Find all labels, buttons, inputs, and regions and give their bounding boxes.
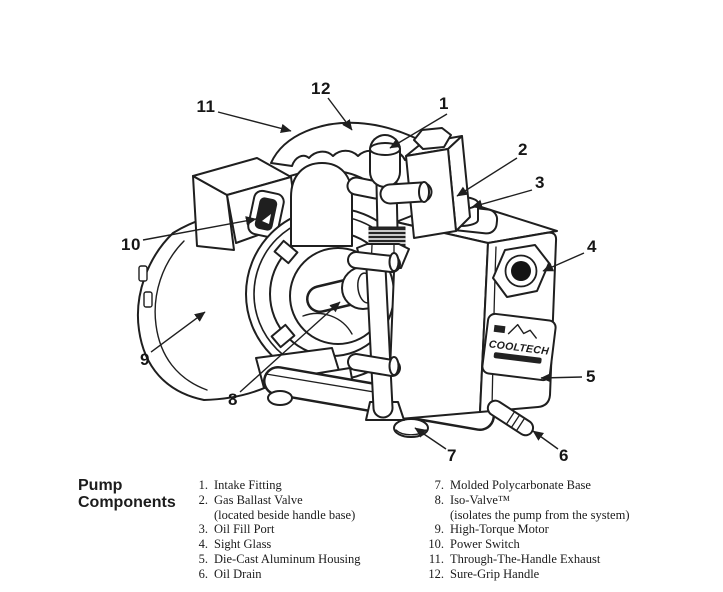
legend-item-number: 3.: [198, 522, 208, 537]
callout-12: 12: [311, 79, 331, 98]
legend-item: 4. Sight Glass: [182, 537, 361, 552]
legend-item: 10. Power Switch: [412, 537, 629, 552]
legend-item: 1. Intake Fitting: [182, 478, 361, 493]
legend-item-text: Sight Glass: [214, 537, 272, 552]
power-switch: [192, 157, 298, 251]
oil-drain: [486, 399, 535, 437]
legend-item: 6. Oil Drain: [182, 567, 361, 582]
exhaust-arch: [290, 162, 353, 247]
callout-3: 3: [535, 173, 545, 192]
cooltech-label: COOLTECH: [481, 312, 557, 382]
legend-item-text: Die-Cast Aluminum Housing: [214, 551, 361, 566]
legend-item-text: Gas Ballast Valve: [214, 492, 303, 507]
callout-2: 2: [518, 140, 528, 159]
legend-item-text: Molded Polycarbonate Base: [450, 478, 591, 492]
legend-item-number: 1.: [198, 478, 208, 492]
hex-bolt: [413, 127, 452, 150]
legend-item-text: Oil Drain: [214, 566, 262, 581]
legend-item: 5. Die-Cast Aluminum Housing: [182, 552, 361, 567]
legend-item: 2. Gas Ballast Valve: [182, 493, 361, 508]
legend-item: 8. Iso-Valve™: [412, 493, 629, 508]
legend-item-text: Intake Fitting: [214, 478, 282, 492]
callout-6: 6: [559, 446, 569, 465]
legend-item: 7. Molded Polycarbonate Base: [412, 478, 629, 493]
legend-item: 3. Oil Fill Port: [182, 522, 361, 537]
legend-item-note: (located beside handle base): [214, 507, 356, 522]
legend-item-text: High-Torque Motor: [450, 522, 549, 537]
legend-left-column: 1. Intake Fitting 2. Gas Ballast Valve (…: [182, 478, 361, 582]
legend-item-text: Power Switch: [450, 537, 520, 552]
intake-pipe: [347, 251, 405, 421]
legend-item-text: Oil Fill Port: [214, 522, 275, 537]
legend-item-number: 11.: [428, 551, 444, 566]
legend-item-number: 9.: [434, 522, 444, 537]
legend-item-number: 10.: [428, 537, 444, 552]
legend-item-number: 12.: [428, 566, 444, 581]
legend-title: Pump Components: [78, 477, 176, 511]
callout-arrows: [142, 97, 585, 450]
base-foot: [267, 390, 293, 406]
callout-11: 11: [196, 97, 216, 116]
callout-1: 1: [439, 94, 449, 113]
legend-item-number: 2.: [198, 492, 208, 507]
legend-item-text: Through-The-Handle Exhaust: [450, 551, 601, 566]
sight-glass: [492, 244, 550, 298]
callout-7: 7: [447, 446, 457, 465]
callout-4: 4: [587, 237, 597, 256]
legend-title-line1: Pump: [78, 477, 123, 494]
callout-5: 5: [586, 367, 596, 386]
legend-item-number: 4.: [198, 537, 208, 552]
legend-right-column: 7. Molded Polycarbonate Base 8. Iso-Valv…: [412, 478, 629, 582]
legend-item-number: 7.: [434, 478, 444, 492]
legend-item-note: (isolates the pump from the system): [450, 507, 630, 522]
callout-8: 8: [228, 390, 238, 409]
legend-item: 11. Through-The-Handle Exhaust: [412, 552, 629, 567]
legend-item-number: 5.: [198, 551, 208, 566]
legend-title-line2: Components: [78, 494, 176, 511]
legend-item: 12. Sure-Grip Handle: [412, 567, 629, 582]
legend-item: 9. High-Torque Motor: [412, 522, 629, 537]
legend-item-number: 8.: [434, 492, 444, 507]
legend-item-text: Sure-Grip Handle: [450, 566, 540, 581]
legend-item-number: 6.: [198, 566, 208, 581]
callout-10: 10: [121, 235, 141, 254]
callout-9: 9: [140, 350, 150, 369]
legend-item-text: Iso-Valve™: [450, 492, 511, 507]
